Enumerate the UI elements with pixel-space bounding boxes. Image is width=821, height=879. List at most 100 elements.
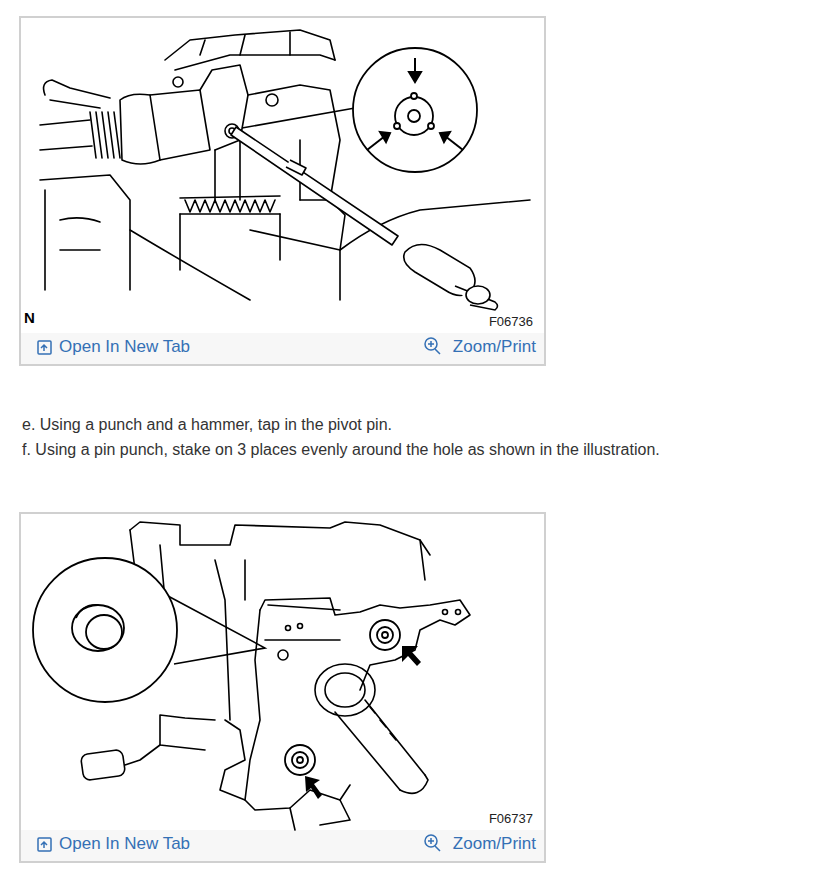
column-bracket-drawing bbox=[400, 775, 428, 793]
steering-column-drawing bbox=[173, 77, 183, 87]
steering-column-drawing bbox=[185, 200, 275, 212]
steering-column-drawing bbox=[248, 85, 340, 200]
bolt-arrow bbox=[305, 776, 322, 799]
leader-line bbox=[168, 596, 265, 664]
column-bracket-drawing bbox=[335, 700, 425, 790]
steering-column-drawing bbox=[40, 30, 530, 300]
steering-column-drawing bbox=[180, 196, 280, 214]
column-bracket-drawing bbox=[130, 522, 430, 555]
stake-arrow bbox=[380, 132, 390, 142]
open-tab-icon bbox=[38, 838, 51, 851]
zoom-icon bbox=[425, 338, 440, 851]
open-tab-link: Open In New Tab bbox=[59, 834, 190, 854]
zoom-icon bbox=[428, 341, 440, 354]
bolt bbox=[297, 757, 303, 763]
detail-callout bbox=[428, 123, 434, 129]
steering-column-drawing bbox=[120, 94, 160, 164]
detail-callout bbox=[394, 123, 400, 129]
bolt bbox=[370, 620, 400, 650]
figure-code: F06737 bbox=[489, 811, 533, 827]
stake-arrow bbox=[367, 136, 385, 150]
stake-arrow bbox=[440, 132, 450, 142]
leader-line bbox=[242, 108, 355, 128]
column-bracket-drawing bbox=[220, 720, 245, 800]
steering-column-drawing bbox=[130, 230, 340, 300]
bolt bbox=[377, 627, 393, 643]
instruction-text: f. Using a pin punch, stake on 3 places … bbox=[22, 440, 660, 459]
detail-callout bbox=[86, 615, 122, 649]
hammer bbox=[455, 286, 498, 310]
steering-column-drawing bbox=[200, 32, 290, 55]
stake-arrow bbox=[409, 72, 421, 82]
instruction-text: e. Using a punch and a hammer, tap in th… bbox=[22, 415, 392, 434]
pin-punch bbox=[231, 127, 398, 245]
open-tab-link: Open In New Tab bbox=[59, 337, 190, 357]
detail-callout bbox=[33, 558, 177, 702]
hammer bbox=[404, 244, 498, 310]
detail-callout bbox=[353, 48, 477, 172]
figure-frame bbox=[20, 513, 545, 862]
open-tab-icon bbox=[41, 842, 47, 848]
column-bracket-drawing bbox=[260, 598, 470, 690]
hammer bbox=[404, 244, 475, 295]
detail-callout bbox=[33, 558, 177, 702]
bolt bbox=[285, 745, 315, 775]
leader-line bbox=[242, 108, 355, 128]
column-bracket-drawing bbox=[125, 745, 160, 765]
north-mark: N bbox=[24, 309, 35, 327]
figure-toolbar bbox=[21, 333, 544, 861]
steering-column-drawing bbox=[40, 175, 130, 290]
detail-callout bbox=[72, 605, 124, 651]
column-bracket-drawing bbox=[456, 610, 461, 615]
zoom-link: Zoom/Print bbox=[453, 337, 536, 357]
column-bracket-drawing bbox=[160, 715, 215, 750]
open-tab-icon bbox=[41, 345, 47, 351]
column-bracket-drawing bbox=[286, 626, 291, 631]
column-bracket-drawing bbox=[298, 624, 303, 629]
column-bracket-drawing bbox=[130, 530, 425, 600]
column-bracket-drawing bbox=[215, 560, 245, 720]
bolt bbox=[285, 620, 400, 775]
steering-column-drawing bbox=[266, 94, 278, 106]
pin-punch bbox=[286, 160, 306, 175]
steering-column-drawing bbox=[150, 90, 210, 160]
steering-column-drawing bbox=[40, 120, 92, 150]
leader-line bbox=[168, 596, 265, 664]
steering-column-drawing bbox=[60, 218, 100, 250]
bolt bbox=[382, 632, 388, 638]
figure-toolbar bbox=[21, 830, 544, 861]
stake-arrow bbox=[445, 136, 463, 150]
steering-column-drawing bbox=[44, 80, 110, 108]
detail-callout bbox=[411, 93, 417, 99]
zoom-link: Zoom/Print bbox=[453, 834, 536, 854]
figure-code: F06736 bbox=[489, 314, 533, 330]
steering-column-drawing bbox=[90, 112, 120, 158]
column-bracket-drawing bbox=[443, 610, 448, 615]
steering-column-drawing bbox=[180, 214, 280, 270]
column-bracket-drawing bbox=[370, 707, 396, 740]
bolt-arrow bbox=[305, 646, 421, 799]
stake-arrow bbox=[367, 58, 463, 150]
pin-punch bbox=[231, 127, 398, 245]
column-bracket-drawing bbox=[315, 664, 375, 716]
bolt bbox=[292, 752, 308, 768]
detail-callout bbox=[408, 110, 420, 122]
steering-column-drawing bbox=[175, 55, 335, 70]
figure-frame bbox=[20, 17, 545, 862]
bolt-arrow bbox=[402, 646, 421, 666]
detail-callout bbox=[353, 48, 477, 172]
column-bracket-drawing bbox=[290, 800, 350, 830]
zoom-icon bbox=[428, 838, 440, 851]
figure-frame bbox=[20, 17, 545, 365]
column-bracket-drawing bbox=[265, 605, 340, 640]
open-tab-icon bbox=[38, 341, 51, 354]
column-bracket-drawing bbox=[278, 650, 288, 660]
detail-callout bbox=[395, 97, 433, 135]
hammer bbox=[466, 286, 490, 304]
column-bracket-drawing bbox=[325, 673, 365, 707]
detail-callout bbox=[76, 605, 98, 618]
figure-toolbar bbox=[21, 333, 544, 364]
column-bracket-drawing bbox=[80, 749, 125, 781]
